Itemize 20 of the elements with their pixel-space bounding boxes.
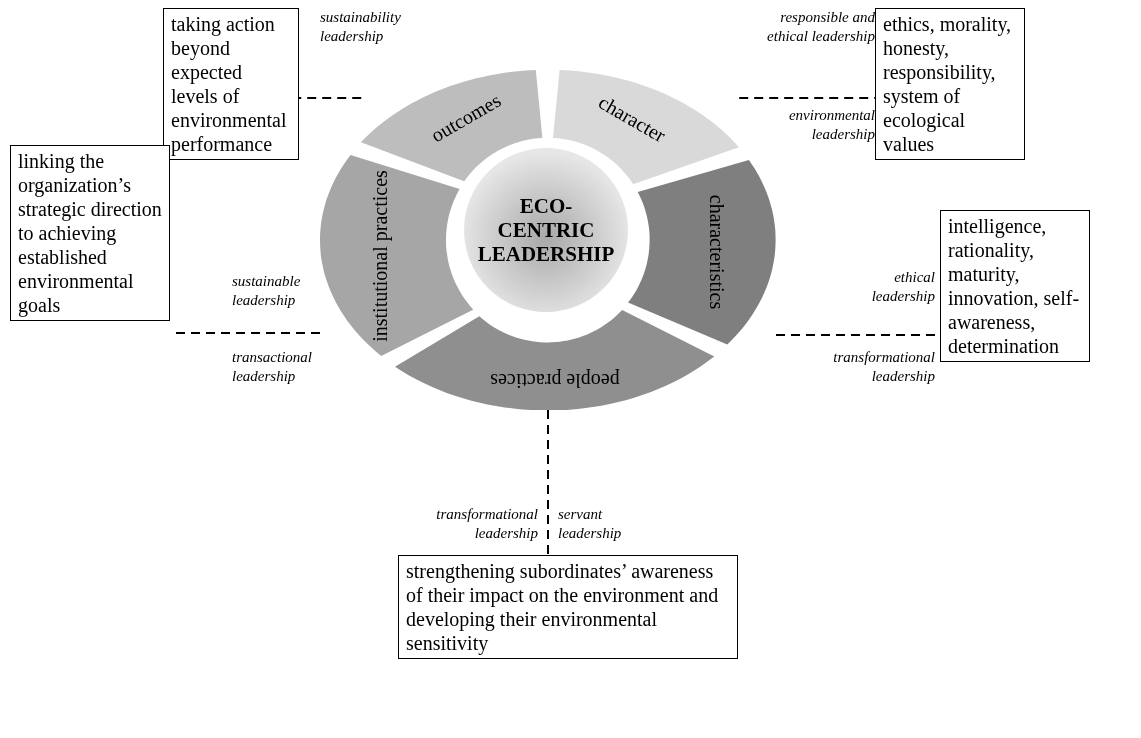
connector-label: environmental leadership bbox=[787, 106, 875, 144]
connector-label: sustainability leadership bbox=[320, 8, 402, 46]
dashed-connector bbox=[298, 97, 363, 99]
connector-label: ethical leadership bbox=[870, 268, 935, 306]
text-box: strengthening subordinates’ awareness of their impact on the environment and developing their environmental sensitivity bbox=[398, 555, 738, 659]
text-box: linking the organization’s strategic direction to achieving established environmental goals bbox=[10, 145, 170, 321]
connector-label: transformational leadership bbox=[832, 348, 935, 386]
connector-label: responsible and ethical leadership bbox=[766, 8, 875, 46]
connector-label: transformational leadership bbox=[435, 505, 538, 543]
segment-label: institutional practices bbox=[368, 170, 392, 342]
segment-label: people practices bbox=[490, 368, 621, 392]
segment-label: characteristics bbox=[704, 195, 728, 310]
dashed-connector bbox=[547, 409, 549, 556]
connector-label: servant leadership bbox=[558, 505, 623, 543]
text-box: ethics, morality, honesty, responsibility, system of ecological values bbox=[875, 8, 1025, 160]
connector-label: transactional leadership bbox=[232, 348, 313, 386]
text-box: taking action beyond expected levels of environmental performance bbox=[163, 8, 299, 160]
text-box: intelligence, rationality, maturity, innovation, self-awareness, determination bbox=[940, 210, 1090, 362]
center-circle: ECO-CENTRIC LEADERSHIP bbox=[461, 145, 631, 315]
connector-label: sustainable leadership bbox=[232, 272, 302, 310]
